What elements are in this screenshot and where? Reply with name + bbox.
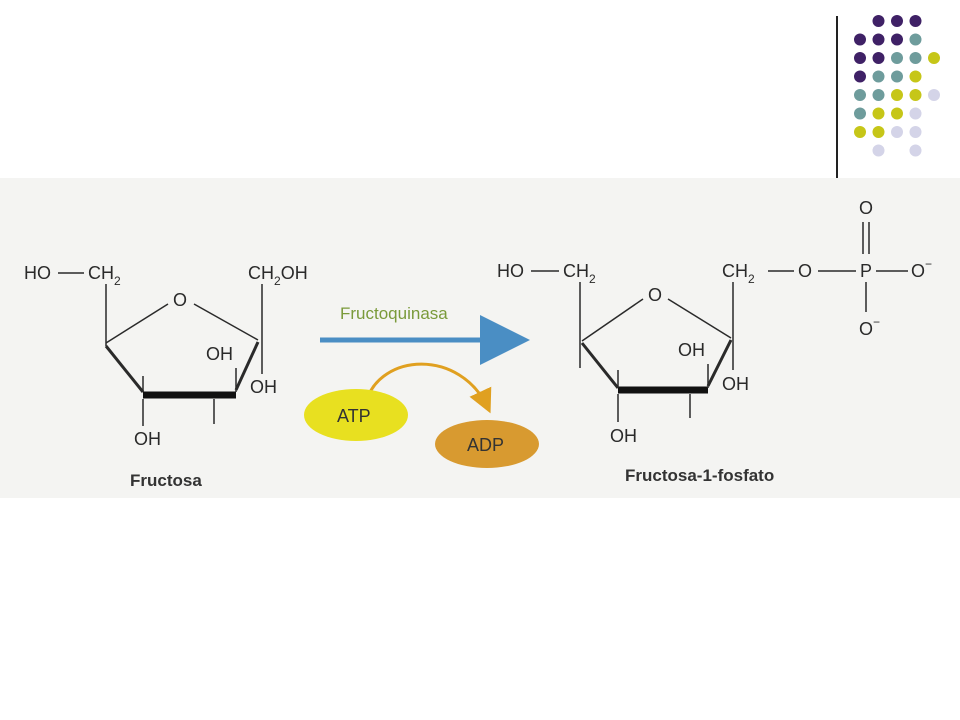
decorative-dot: [891, 33, 903, 46]
decorative-dot-grid: [854, 15, 940, 157]
ester-oxygen: O: [798, 261, 812, 281]
fructose-label: Fructosa: [130, 471, 202, 490]
product-ring-oxygen: O: [648, 285, 662, 305]
fructose-1-phosphate-molecule: HO CH2 CH2 O P O− O O− O: [497, 198, 932, 485]
phosphate-o-top: O: [859, 198, 873, 218]
reaction-figure: HO CH2 CH2OH O OH OH OH Fructosa Fructoq…: [0, 178, 960, 498]
decorative-dot: [891, 89, 903, 101]
adp-label: ADP: [467, 435, 504, 455]
decorative-dot: [909, 15, 922, 27]
product-oh-upper: OH: [678, 340, 705, 360]
decorative-dot: [928, 89, 940, 101]
fructose-right-ch2oh: CH2OH: [248, 263, 308, 288]
decorative-divider-line: [836, 16, 838, 178]
fructose-oh-bottom: OH: [134, 429, 161, 449]
fructose-oh-upper: OH: [206, 344, 233, 364]
decorative-dot: [872, 15, 885, 27]
fructose-molecule: HO CH2 CH2OH O OH OH OH Fructosa: [24, 263, 308, 490]
product-oh-right: OH: [722, 374, 749, 394]
decorative-dot: [891, 70, 903, 83]
reaction-diagram: HO CH2 CH2OH O OH OH OH Fructosa Fructoq…: [24, 198, 932, 490]
decorative-dot: [909, 144, 922, 157]
decorative-dot: [909, 70, 922, 83]
decorative-dot: [872, 89, 885, 101]
decorative-dot: [872, 33, 885, 46]
decorative-dot: [891, 15, 903, 27]
decorative-dot: [891, 52, 903, 64]
decorative-dot: [872, 107, 885, 120]
decorative-dot: [854, 33, 866, 46]
enzyme-label: Fructoquinasa: [340, 304, 448, 323]
decorative-dot: [909, 126, 922, 138]
decorative-dot: [891, 126, 903, 138]
decorative-dot: [854, 52, 866, 64]
phosphate-o-right: O−: [911, 257, 932, 281]
phosphorus: P: [860, 261, 872, 281]
atp-label: ATP: [337, 406, 371, 426]
reaction-arrow-group: Fructoquinasa ATP ADP: [304, 304, 539, 468]
decorative-dot: [854, 126, 866, 138]
fructose-ring-oxygen: O: [173, 290, 187, 310]
product-right-ch2: CH2: [722, 261, 755, 286]
fructose-left-ho: HO: [24, 263, 51, 283]
decorative-dot: [909, 89, 922, 101]
decorative-dot: [854, 89, 866, 101]
decorative-dot: [854, 70, 866, 83]
decorative-dot: [872, 52, 885, 64]
atp-ellipse: [304, 389, 408, 441]
decorative-dot: [872, 126, 885, 138]
fructose-left-ch2: CH2: [88, 263, 121, 288]
decorative-dot: [891, 107, 903, 120]
decorative-dot: [872, 70, 885, 83]
decorative-dot: [909, 107, 922, 120]
decorative-dot: [928, 52, 940, 64]
product-label: Fructosa-1-fosfato: [625, 466, 774, 485]
cofactor-arrow: [364, 362, 492, 414]
product-left-ch2: CH2: [563, 261, 596, 286]
product-oh-bottom: OH: [610, 426, 637, 446]
fructose-oh-right: OH: [250, 377, 277, 397]
decorative-dot: [909, 52, 922, 64]
decorative-dot: [909, 33, 922, 46]
phosphate-o-bottom: O−: [859, 315, 880, 339]
decorative-dot: [854, 107, 866, 120]
decorative-dot: [872, 144, 885, 157]
adp-ellipse: [435, 420, 539, 468]
product-left-ho: HO: [497, 261, 524, 281]
